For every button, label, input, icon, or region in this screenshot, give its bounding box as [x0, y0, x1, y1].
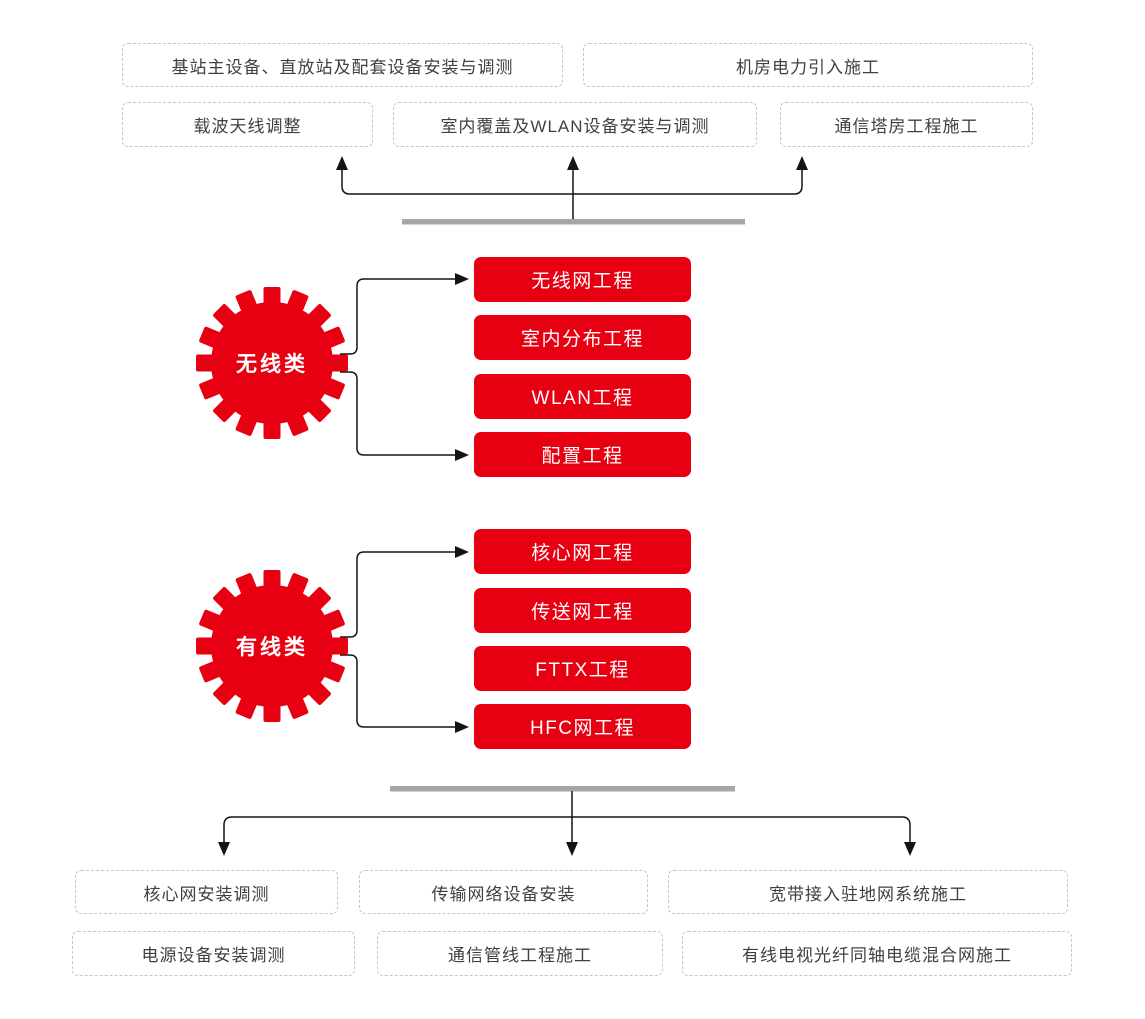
wired-connectors — [340, 551, 455, 728]
bottom-box-transmission-install: 传输网络设备安装 — [359, 870, 648, 914]
bottom-box-core-install: 核心网安装调测 — [75, 870, 338, 914]
wired-item-fttx: FTTX工程 — [474, 646, 691, 691]
bottom-divider-bar — [390, 786, 735, 792]
wired-item-hfc: HFC网工程 — [474, 704, 691, 749]
top-box-carrier-antenna: 载波天线调整 — [122, 102, 373, 147]
top-bracket-arrowheads — [336, 156, 808, 170]
bottom-box-hfc-catv: 有线电视光纤同轴电缆混合网施工 — [682, 931, 1072, 976]
bottom-bracket-arrowheads — [218, 842, 916, 856]
bottom-box-broadband-access: 宽带接入驻地网系统施工 — [668, 870, 1068, 914]
wireless-item-indoor-distribution: 室内分布工程 — [474, 315, 691, 360]
wireless-connectors — [340, 278, 455, 456]
top-bracket-arrows — [341, 168, 803, 219]
top-box-power-intro: 机房电力引入施工 — [583, 43, 1033, 87]
top-box-indoor-wlan: 室内覆盖及WLAN设备安装与调测 — [393, 102, 757, 147]
top-divider-bar — [402, 219, 745, 225]
wired-item-transport-network: 传送网工程 — [474, 588, 691, 633]
wireless-item-radio-network: 无线网工程 — [474, 257, 691, 302]
wireless-item-wlan: WLAN工程 — [474, 374, 691, 419]
wired-arrowheads — [455, 546, 469, 733]
wired-gear-label: 有线类 — [236, 636, 308, 659]
bottom-box-power-install: 电源设备安装调测 — [72, 931, 355, 976]
bottom-box-pipeline: 通信管线工程施工 — [377, 931, 663, 976]
bottom-bracket-arrows — [223, 791, 911, 843]
top-box-base-station: 基站主设备、直放站及配套设备安装与调测 — [122, 43, 563, 87]
wireless-gear-label: 无线类 — [236, 353, 308, 376]
wired-item-core-network: 核心网工程 — [474, 529, 691, 574]
wireless-arrowheads — [455, 273, 469, 461]
top-box-tower-room: 通信塔房工程施工 — [780, 102, 1033, 147]
wireless-item-configuration: 配置工程 — [474, 432, 691, 477]
